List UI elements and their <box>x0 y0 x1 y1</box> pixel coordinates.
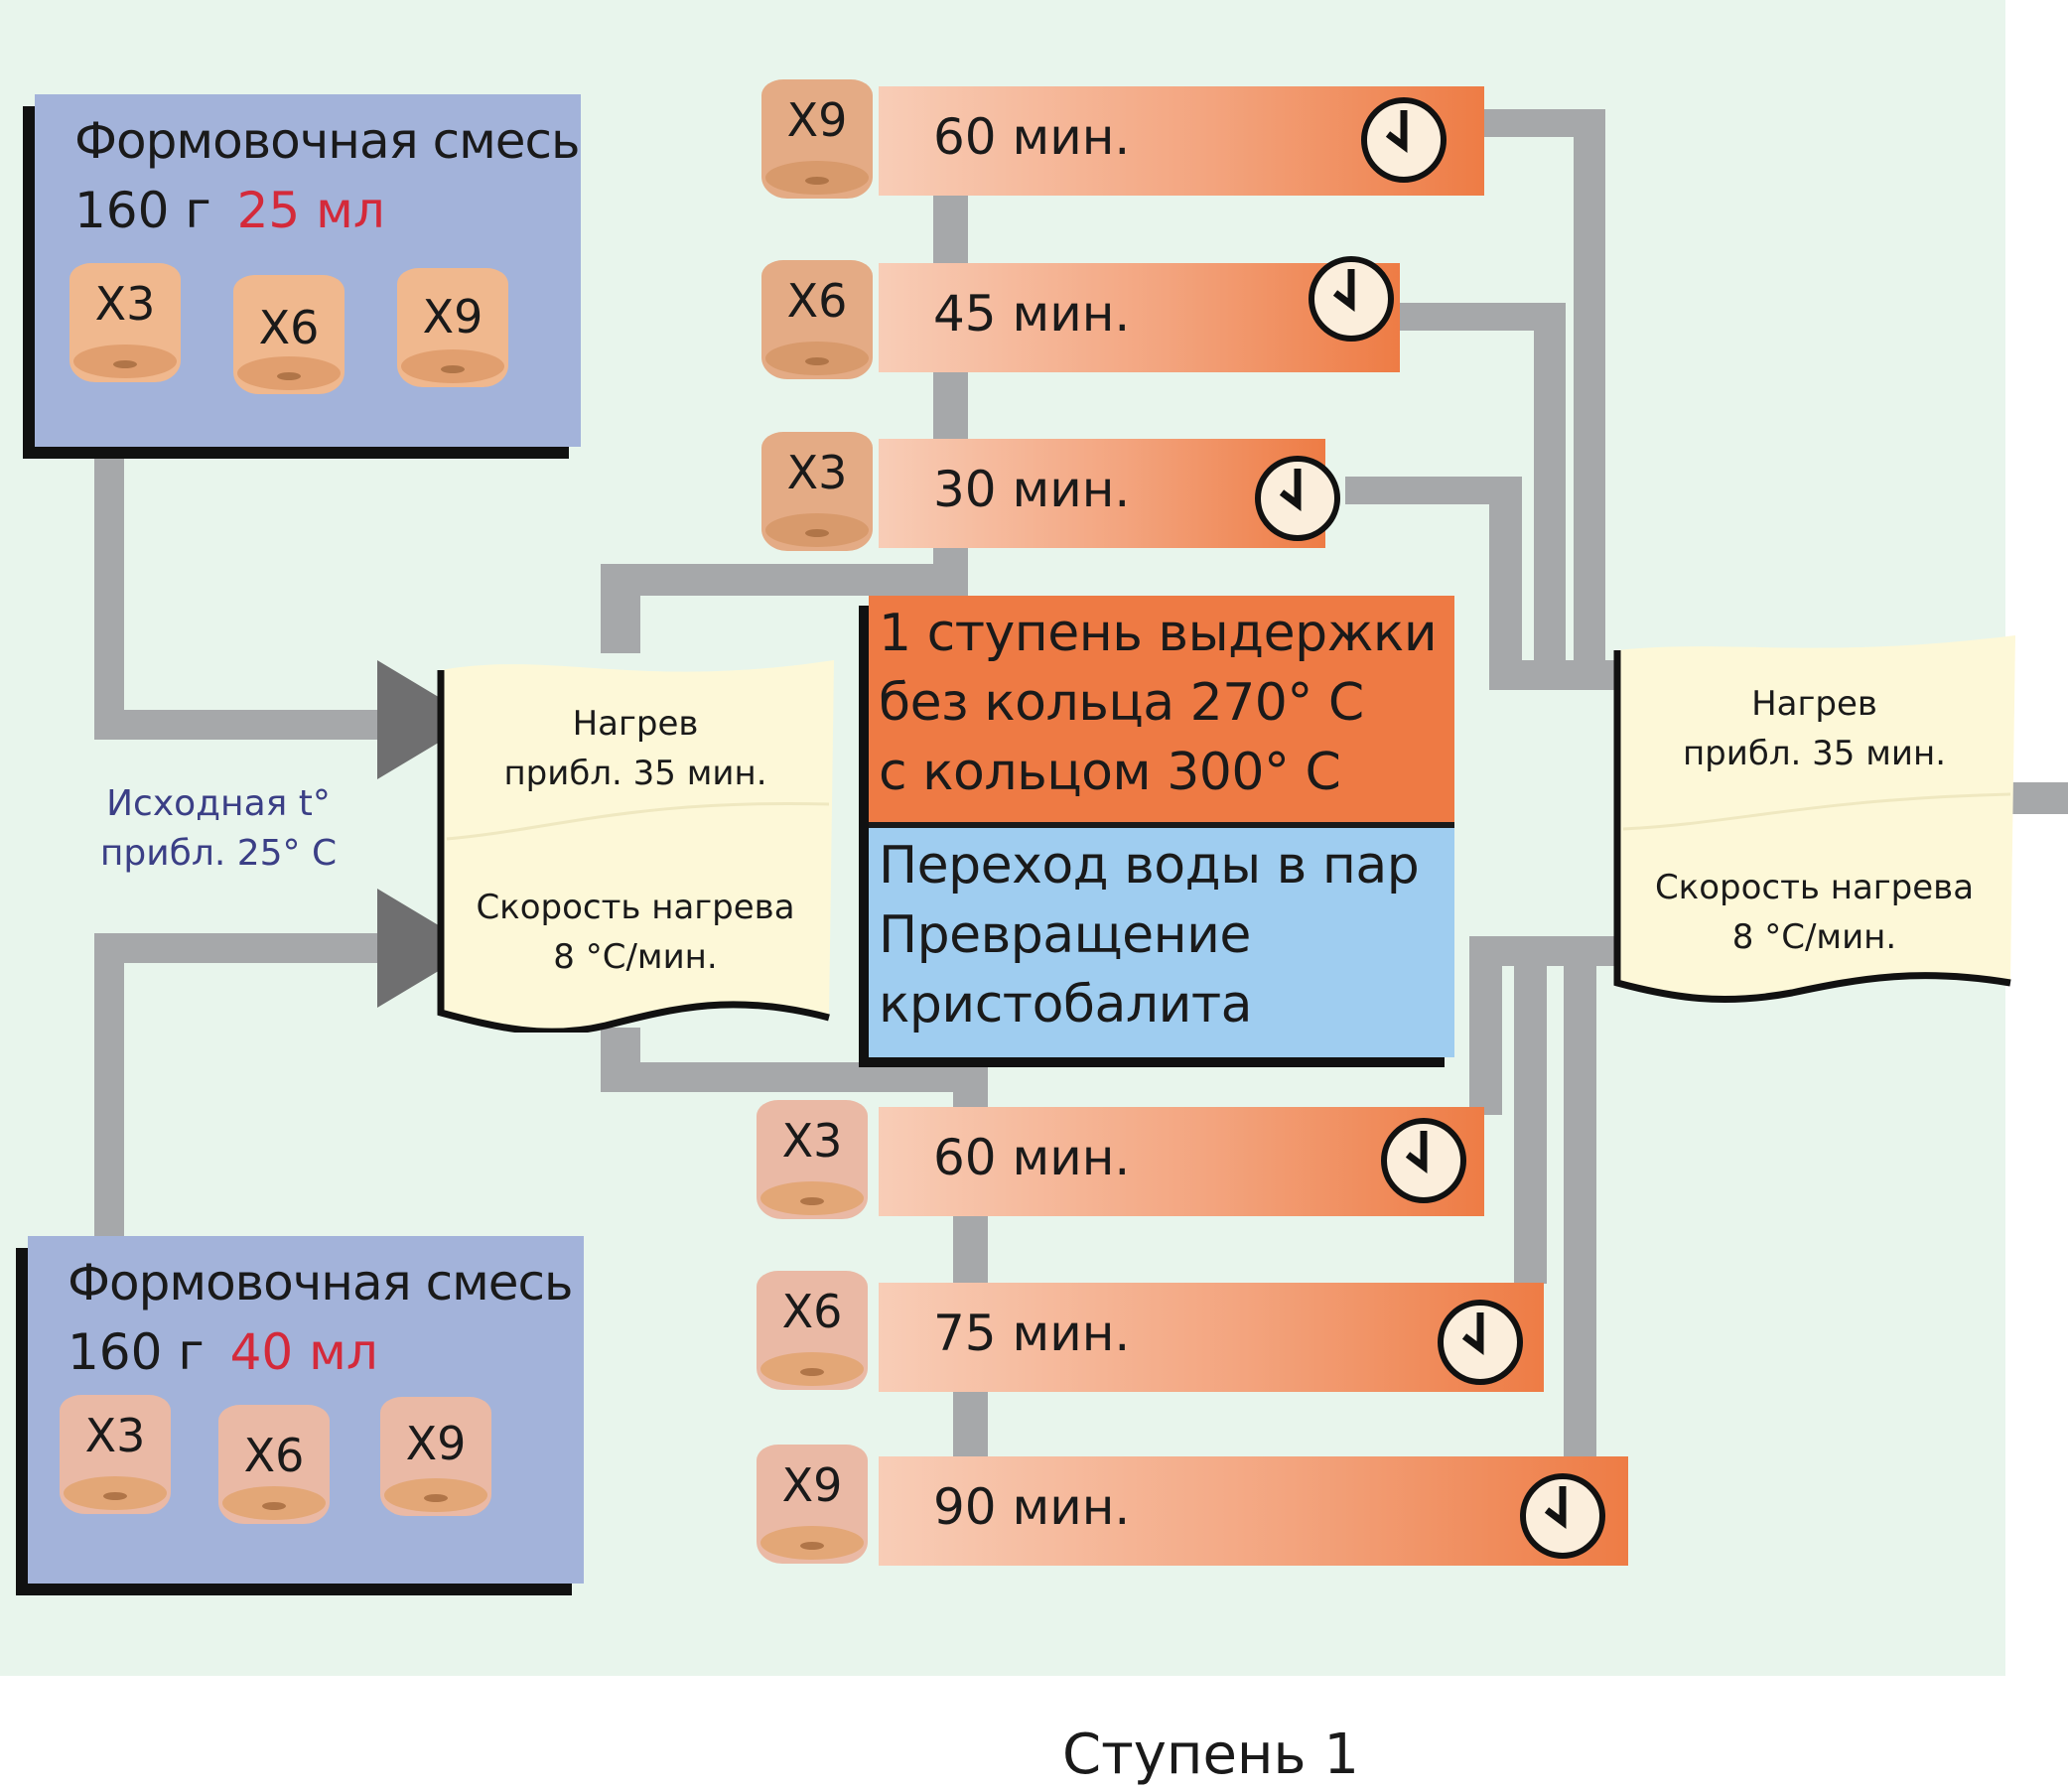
connector <box>1489 660 1618 690</box>
heating-scroll-left: Нагрев прибл. 35 мин. Скорость нагрева 8… <box>437 650 834 1033</box>
diagram-canvas: Формовочная смесь 160 г 25 мл X3 X6 X9 Фо… <box>0 0 2068 1676</box>
figure-caption: Ступень 1 <box>1062 1723 1359 1787</box>
hold-temp-with-ring: с кольцом 300° С <box>879 743 1341 802</box>
connector <box>1574 109 1605 685</box>
mix-mass: 160 г <box>74 182 211 239</box>
ring-label: X6 <box>258 301 320 354</box>
mix-quantity: 160 г 25 мл <box>74 182 385 239</box>
heating-duration-value: прибл. 35 мин. <box>1682 734 1947 773</box>
clock-icon <box>1309 256 1394 342</box>
heating-duration-label: Нагрев <box>1751 684 1877 724</box>
note-cristobalite: кристобалита <box>879 975 1253 1034</box>
note-water-steam: Переход воды в пар <box>879 836 1420 896</box>
timer-duration: 45 мин. <box>933 285 1131 343</box>
ring-cylinder: X9 <box>761 79 873 199</box>
connector <box>1489 477 1522 685</box>
connector <box>601 564 968 596</box>
connector <box>601 1062 988 1092</box>
connector <box>94 710 392 740</box>
arrow-icon <box>377 889 477 1008</box>
ring-cylinder: X6 <box>218 1405 330 1524</box>
connector <box>1564 936 1596 1457</box>
clock-icon <box>1520 1473 1605 1559</box>
mix-box-40ml: Формовочная смесь 160 г 40 мл X3 X6 X9 <box>28 1236 584 1584</box>
hold-stage-notes: Переход воды в пар Превращение кристобал… <box>869 828 1454 1057</box>
clock-icon <box>1255 456 1340 541</box>
clock-icon <box>1381 1118 1466 1203</box>
connector <box>94 452 124 740</box>
mix-title: Формовочная смесь <box>68 1254 574 1311</box>
ring-cylinder: X6 <box>761 260 873 379</box>
clock-icon <box>1361 97 1447 183</box>
heating-rate-label: Скорость нагрева <box>1654 868 1975 907</box>
ring-label: X6 <box>786 274 848 328</box>
heating-duration-value: прибл. 35 мин. <box>503 754 767 793</box>
connector <box>1469 936 1502 1115</box>
ring-label: X9 <box>422 290 483 344</box>
ring-cylinder: X3 <box>757 1100 868 1219</box>
ring-cylinder: X6 <box>233 275 345 394</box>
hold-stage-title: 1 ступень выдержки <box>879 604 1438 663</box>
connector <box>94 933 124 1236</box>
connector <box>1514 936 1547 1284</box>
heating-rate-value: 8 °C/мин. <box>553 937 718 977</box>
timer-duration: 30 мин. <box>933 461 1131 518</box>
ring-label: X3 <box>786 446 848 499</box>
start-temperature-label: Исходная t° прибл. 25° С <box>99 783 338 874</box>
mix-liquid: 40 мл <box>229 1323 378 1381</box>
timer-duration: 60 мин. <box>933 1129 1131 1186</box>
note-transformation: Превращение <box>879 905 1251 965</box>
connector <box>1534 303 1566 685</box>
ring-label: X3 <box>781 1114 843 1168</box>
ring-label: X6 <box>243 1429 305 1482</box>
timer-duration: 60 мин. <box>933 108 1131 166</box>
connector <box>2010 782 2068 814</box>
scroll-shape <box>437 660 834 1033</box>
mix-quantity: 160 г 40 мл <box>68 1323 378 1381</box>
arrow-icon <box>377 660 477 779</box>
connector <box>94 933 392 963</box>
ring-cylinder: X9 <box>380 1397 491 1516</box>
hold-stage-box: 1 ступень выдержки без кольца 270° С с к… <box>869 596 1454 1057</box>
mix-mass: 160 г <box>68 1323 205 1381</box>
timer-bar: 45 мин. <box>879 256 1400 372</box>
ring-cylinder: X3 <box>60 1395 171 1514</box>
heating-scroll-right: Нагрев прибл. 35 мин. Скорость нагрева 8… <box>1613 630 2015 1003</box>
scroll-shape <box>1613 635 2015 1003</box>
timer-bar: 75 мин. <box>879 1283 1544 1392</box>
clock-icon <box>1438 1300 1523 1385</box>
timer-bar: 60 мин. <box>879 1107 1484 1216</box>
heating-rate-value: 8 °C/мин. <box>1731 917 1897 957</box>
timer-duration: 75 мин. <box>933 1305 1131 1362</box>
ring-label: X3 <box>84 1409 146 1462</box>
hold-stage-temperatures: 1 ступень выдержки без кольца 270° С с к… <box>869 596 1454 828</box>
mix-liquid: 25 мл <box>236 182 385 239</box>
heating-rate-label: Скорость нагрева <box>476 888 795 927</box>
mix-box-25ml: Формовочная смесь 160 г 25 мл X3 X6 X9 <box>35 94 581 447</box>
ring-label: X3 <box>94 277 156 331</box>
timer-bar: 60 мин. <box>879 86 1484 196</box>
ring-cylinder: X3 <box>69 263 181 382</box>
heating-duration-label: Нагрев <box>572 704 699 744</box>
ring-label: X6 <box>781 1285 843 1338</box>
ring-label: X9 <box>781 1458 843 1512</box>
ring-cylinder: X9 <box>757 1445 868 1564</box>
mix-title: Формовочная смесь <box>74 112 581 170</box>
ring-cylinder: X6 <box>757 1271 868 1390</box>
ring-label: X9 <box>786 93 848 147</box>
ring-label: X9 <box>405 1417 467 1470</box>
ring-cylinder: X3 <box>761 432 873 551</box>
timer-bar: 30 мин. <box>879 439 1340 548</box>
timer-duration: 90 мин. <box>933 1478 1131 1536</box>
ring-cylinder: X9 <box>397 268 508 387</box>
timer-bar: 90 мин. <box>879 1456 1628 1566</box>
hold-temp-no-ring: без кольца 270° С <box>879 673 1364 733</box>
